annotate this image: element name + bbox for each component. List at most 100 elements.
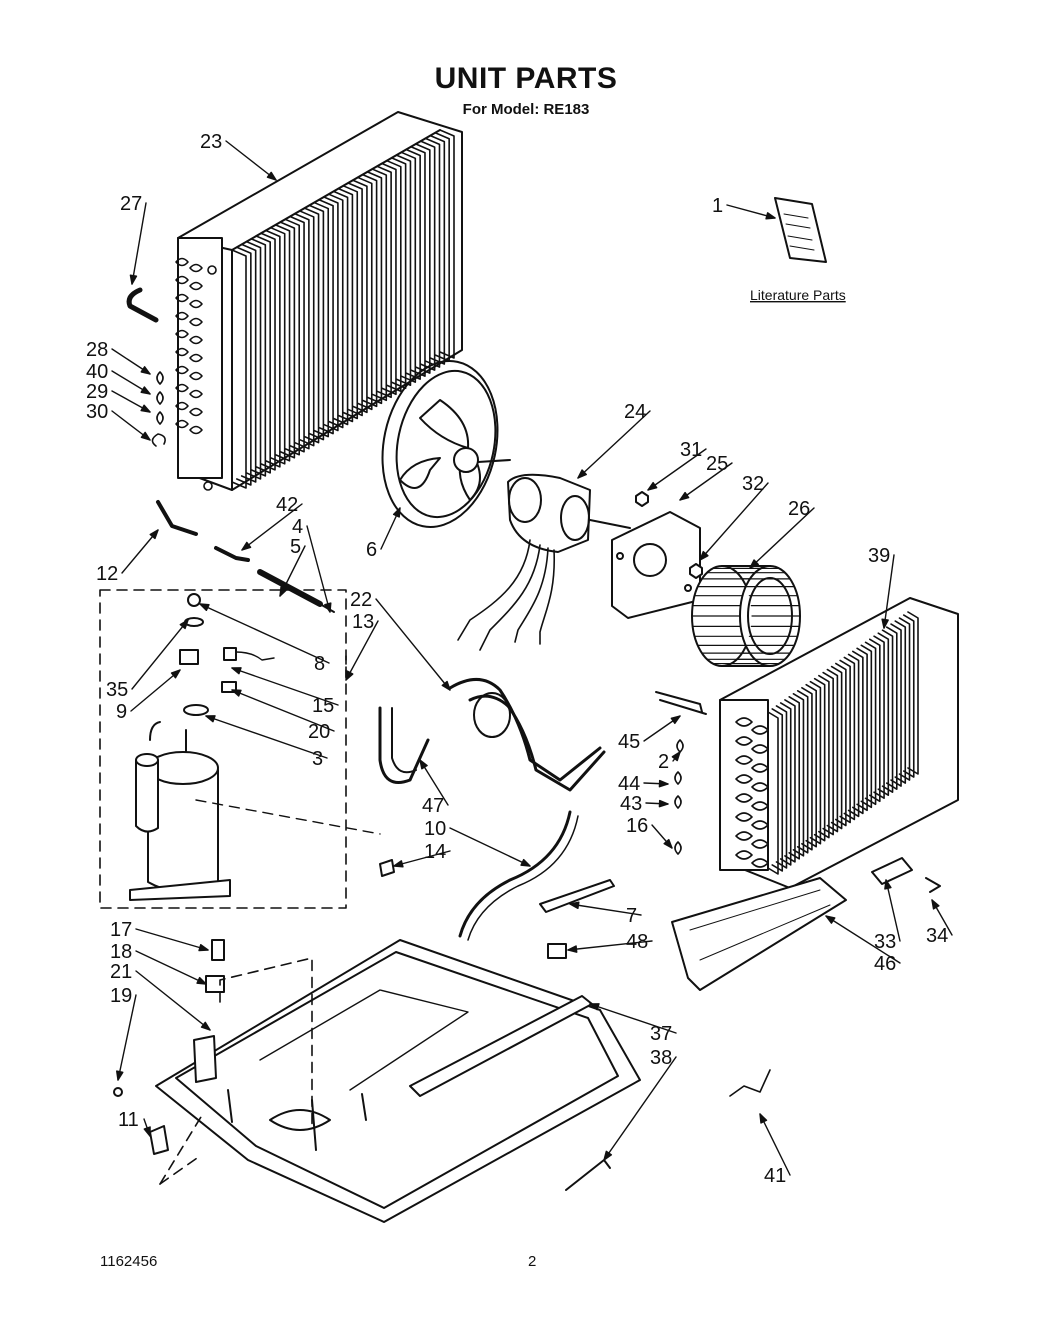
callout-41: 41 bbox=[764, 1165, 786, 1187]
callout-12: 12 bbox=[96, 563, 118, 585]
callout-15: 15 bbox=[312, 695, 334, 717]
arrowhead-26 bbox=[749, 559, 759, 569]
leader-9 bbox=[130, 669, 181, 712]
fan-blade-assembly bbox=[381, 360, 511, 528]
callout-31: 31 bbox=[680, 439, 702, 461]
clip-34 bbox=[925, 877, 941, 893]
leader-14 bbox=[393, 850, 451, 867]
callout-22: 22 bbox=[350, 589, 372, 611]
leader-48 bbox=[567, 940, 653, 951]
leader-25 bbox=[679, 462, 733, 501]
callout-40: 40 bbox=[86, 361, 108, 383]
callout-16: 16 bbox=[626, 815, 648, 837]
arrowhead-9 bbox=[170, 669, 181, 679]
callout-11: 11 bbox=[118, 1109, 139, 1131]
arrowhead-6 bbox=[392, 507, 401, 518]
callout-43: 43 bbox=[620, 793, 642, 815]
literature-parts-label: Literature Parts bbox=[750, 287, 846, 303]
base-pan bbox=[155, 939, 641, 1223]
callout-5: 5 bbox=[290, 536, 301, 558]
arrowhead-31 bbox=[647, 481, 658, 491]
callout-48: 48 bbox=[626, 931, 648, 953]
callout-32: 32 bbox=[742, 473, 764, 495]
arrowhead-28 bbox=[140, 366, 151, 375]
arrowhead-42 bbox=[241, 541, 252, 551]
arrowhead-34 bbox=[931, 899, 940, 910]
return-bends-left bbox=[151, 371, 166, 447]
arrowhead-11 bbox=[143, 1126, 151, 1137]
leader-37 bbox=[589, 1003, 677, 1034]
arrowhead-39 bbox=[881, 618, 889, 629]
arrowhead-38 bbox=[603, 1150, 613, 1161]
arrowhead-12 bbox=[149, 529, 159, 540]
document-number: 1162456 bbox=[100, 1253, 158, 1270]
arrowhead-23 bbox=[266, 171, 277, 181]
callout-23: 23 bbox=[200, 131, 222, 153]
leader-17 bbox=[135, 928, 209, 951]
arrowhead-10 bbox=[520, 858, 531, 867]
arrowhead-4 bbox=[324, 602, 332, 613]
leader-22 bbox=[375, 598, 451, 691]
arrowhead-22 bbox=[441, 680, 451, 691]
thermostat-7 bbox=[539, 879, 615, 913]
compressor-group-box bbox=[99, 589, 347, 909]
arrowhead-15 bbox=[231, 667, 242, 675]
callout-24: 24 bbox=[624, 401, 646, 423]
plug-14 bbox=[379, 859, 395, 877]
tube-47 bbox=[378, 706, 430, 784]
condenser-coil bbox=[175, 111, 463, 491]
fan-motor bbox=[457, 473, 631, 651]
callout-13: 13 bbox=[352, 611, 374, 633]
callout-14: 14 bbox=[424, 841, 446, 863]
arrowhead-2 bbox=[671, 751, 681, 762]
callout-25: 25 bbox=[706, 453, 728, 475]
leader-39 bbox=[883, 554, 895, 629]
leader-10 bbox=[449, 827, 531, 867]
arrowhead-1 bbox=[765, 212, 776, 220]
callout-19: 19 bbox=[110, 985, 132, 1007]
arrowhead-43 bbox=[658, 799, 669, 808]
leader-35 bbox=[131, 619, 189, 690]
callout-38: 38 bbox=[650, 1047, 672, 1069]
leader-12 bbox=[121, 529, 159, 574]
leader-21 bbox=[135, 970, 211, 1031]
callout-17: 17 bbox=[110, 919, 132, 941]
return-bends-right bbox=[674, 739, 684, 855]
leader-26 bbox=[749, 507, 815, 569]
callout-21: 21 bbox=[110, 961, 132, 983]
arrowhead-13 bbox=[345, 670, 354, 681]
arrowhead-45 bbox=[670, 715, 681, 725]
leader-33 bbox=[885, 879, 901, 942]
callout-8: 8 bbox=[314, 653, 325, 675]
arrowhead-25 bbox=[679, 491, 690, 501]
leader-18 bbox=[135, 950, 207, 985]
leader-46 bbox=[825, 915, 901, 964]
arrowhead-17 bbox=[198, 943, 209, 952]
page-number: 2 bbox=[528, 1253, 537, 1270]
leader-27 bbox=[131, 202, 147, 285]
callout-42: 42 bbox=[276, 494, 298, 516]
leader-15 bbox=[231, 667, 339, 706]
hex-nut-32 bbox=[689, 563, 703, 579]
arrowhead-16 bbox=[663, 838, 673, 849]
callout-26: 26 bbox=[788, 498, 810, 520]
arrowhead-7 bbox=[569, 901, 580, 910]
callout-6: 6 bbox=[366, 539, 377, 561]
capillary-tube-42 bbox=[214, 546, 250, 562]
callout-46: 46 bbox=[874, 953, 896, 975]
arrowhead-44 bbox=[658, 779, 669, 788]
hex-nut-31 bbox=[635, 491, 649, 507]
callout-47: 47 bbox=[422, 795, 444, 817]
arrowhead-35 bbox=[179, 619, 189, 630]
callout-18: 18 bbox=[110, 941, 132, 963]
arrowhead-40 bbox=[140, 386, 151, 395]
leader-42 bbox=[241, 503, 303, 551]
arrowhead-30 bbox=[140, 431, 151, 441]
arrowhead-3 bbox=[205, 715, 216, 723]
leader-7 bbox=[569, 903, 642, 916]
callout-39: 39 bbox=[868, 545, 890, 567]
leader-13 bbox=[345, 620, 379, 681]
sensor-45 bbox=[655, 691, 707, 715]
arrowhead-46 bbox=[825, 915, 836, 924]
leader-19 bbox=[117, 994, 137, 1081]
